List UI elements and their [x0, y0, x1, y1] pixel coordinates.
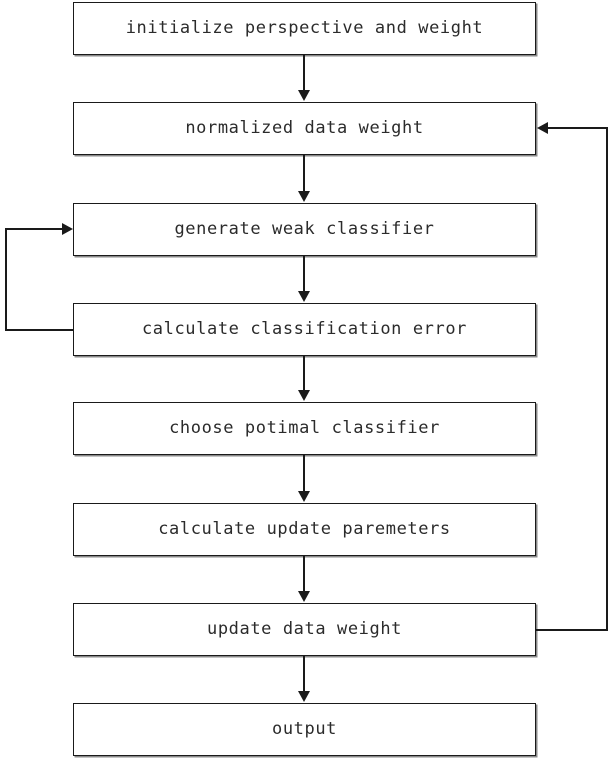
feedback-left-segment-in: [5, 228, 67, 230]
node-choose-potimal-classifier[interactable]: choose potimal classifier: [73, 402, 536, 455]
arrowhead-down-icon: [298, 591, 310, 602]
node-update-data-weight[interactable]: update data weight: [73, 603, 536, 656]
arrowhead-left-icon: [537, 122, 548, 134]
connector-update-weight-to-output: [303, 656, 305, 692]
node-output[interactable]: output: [73, 703, 536, 756]
node-normalized-data-weight[interactable]: normalized data weight: [73, 102, 536, 155]
node-label: update data weight: [206, 619, 403, 639]
node-label: normalized data weight: [185, 118, 424, 138]
feedback-right-segment-vertical: [606, 128, 608, 631]
node-calculate-classification-error[interactable]: calculate classification error: [73, 303, 536, 356]
connector-normalized-to-generate: [303, 155, 305, 192]
node-label: initialize perspective and weight: [125, 18, 484, 38]
arrowhead-down-icon: [298, 90, 310, 101]
connector-choose-to-update-paremeters: [303, 455, 305, 492]
feedback-left-segment-out: [5, 329, 74, 331]
arrowhead-down-icon: [298, 691, 310, 702]
connector-initialize-to-normalized: [303, 55, 305, 91]
feedback-right-segment-out: [536, 629, 608, 631]
arrowhead-down-icon: [298, 291, 310, 302]
arrowhead-down-icon: [298, 390, 310, 401]
arrowhead-right-icon: [62, 223, 73, 235]
node-initialize-perspective-and-weight[interactable]: initialize perspective and weight: [73, 2, 536, 55]
connector-calculate-error-to-choose: [303, 356, 305, 391]
node-generate-weak-classifier[interactable]: generate weak classifier: [73, 203, 536, 256]
node-label: generate weak classifier: [174, 219, 435, 239]
feedback-right-segment-in: [548, 127, 608, 129]
node-label: calculate update paremeters: [158, 519, 451, 539]
node-label: calculate classification error: [141, 319, 468, 339]
connector-update-paremeters-to-update-weight: [303, 556, 305, 592]
connector-generate-to-calculate-error: [303, 256, 305, 292]
node-label: output: [271, 719, 337, 739]
node-calculate-update-paremeters[interactable]: calculate update paremeters: [73, 503, 536, 556]
feedback-left-segment-vertical: [5, 229, 7, 331]
node-label: choose potimal classifier: [169, 418, 440, 438]
arrowhead-down-icon: [298, 191, 310, 202]
arrowhead-down-icon: [298, 491, 310, 502]
